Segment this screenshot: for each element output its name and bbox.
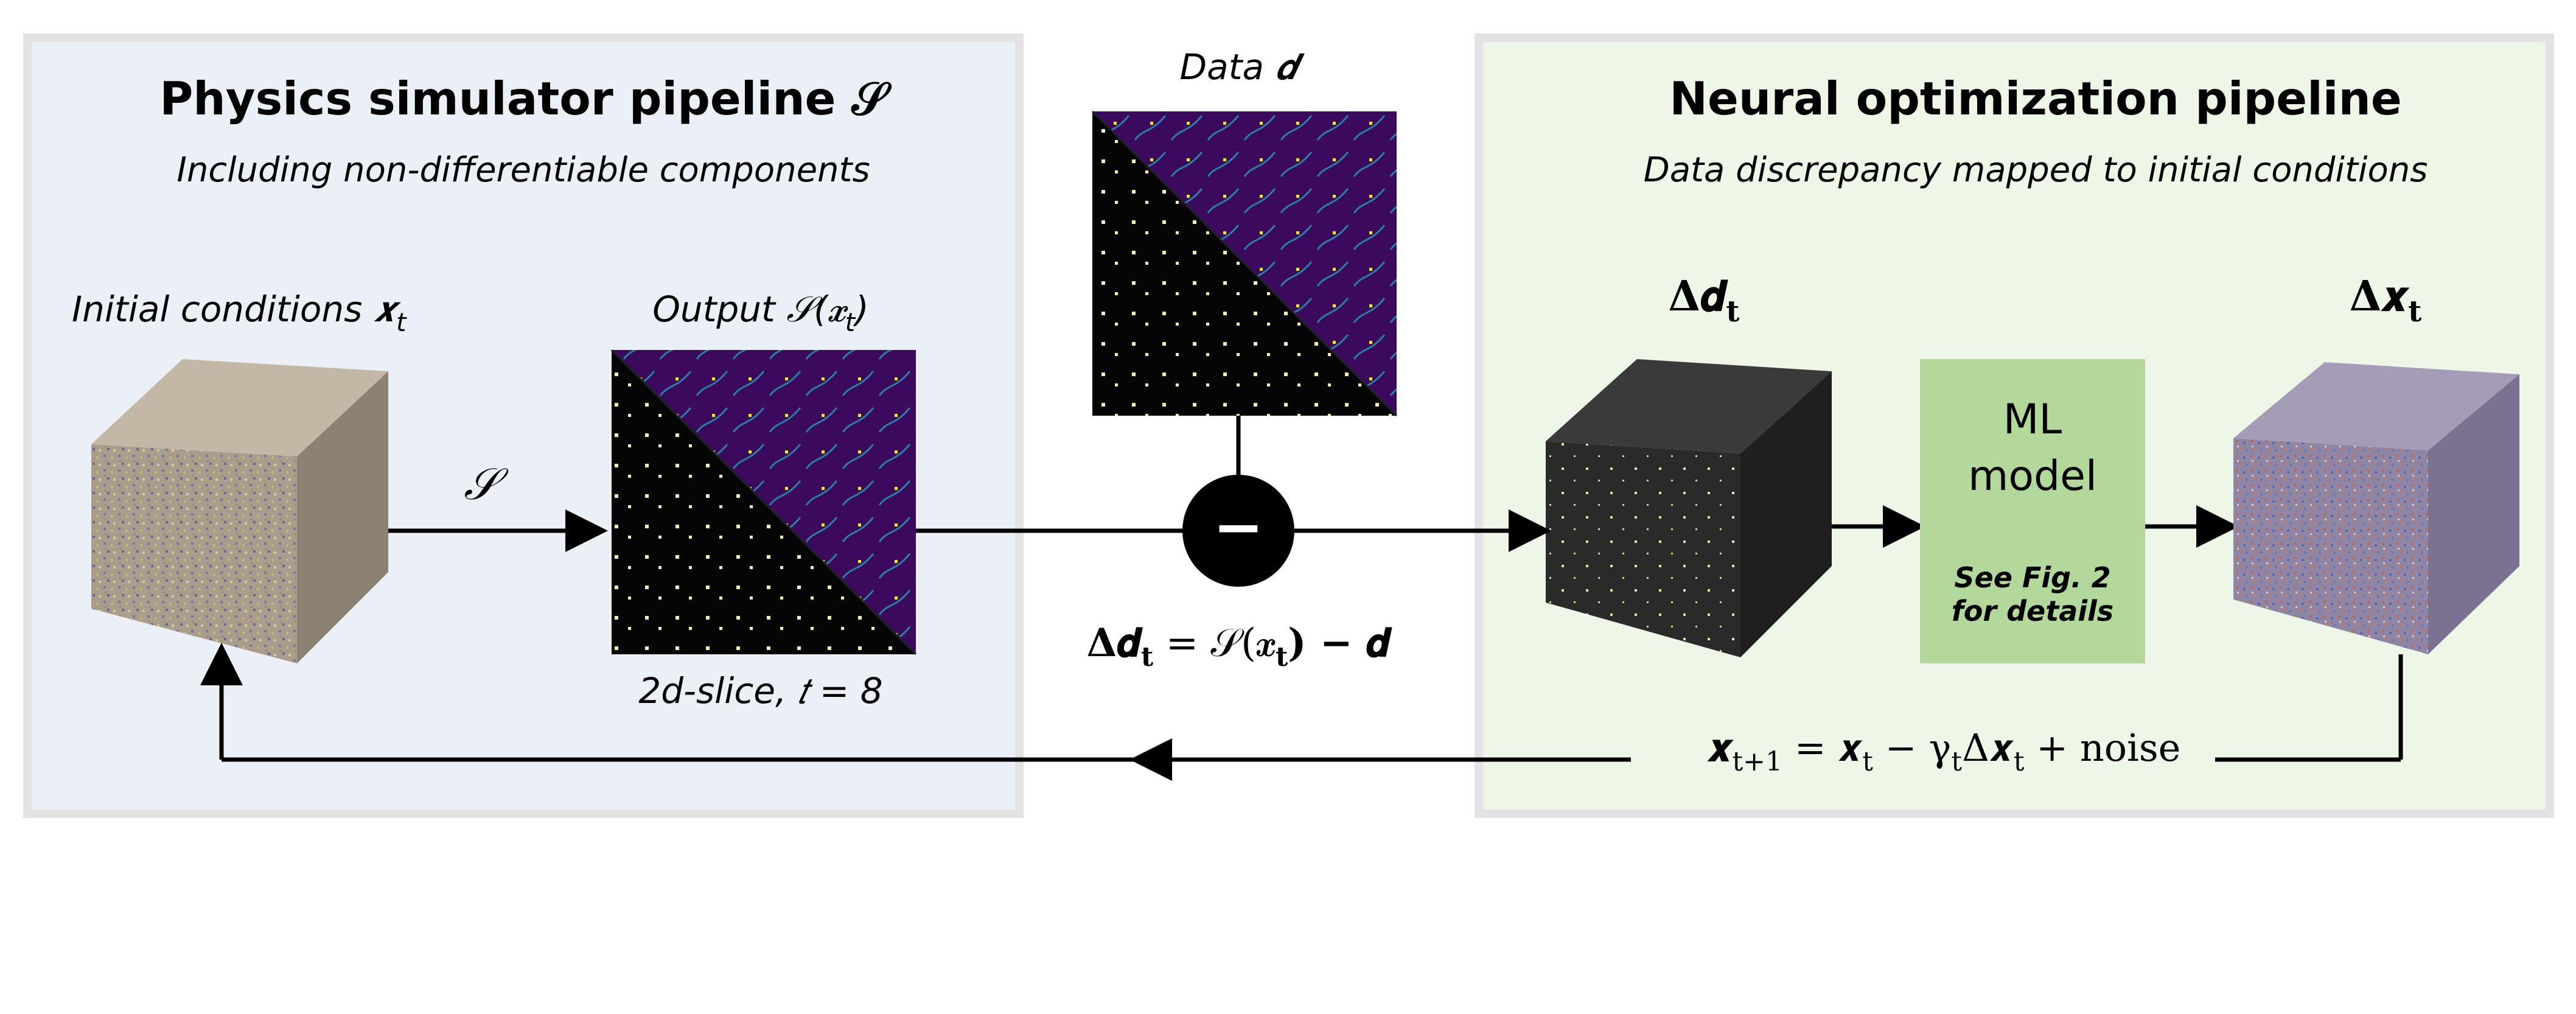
data-label: Data 𝒅	[1180, 46, 1305, 88]
delta-d-label: Δ𝒅t	[1668, 272, 1739, 329]
output-slice-map	[610, 349, 917, 656]
discrepancy-equation: Δ𝒅t = 𝒮(𝒙t) − 𝒅	[1087, 620, 1392, 673]
feedback-loop	[222, 654, 2403, 781]
slice-label: 2d-slice, 𝑡 = 8	[638, 670, 882, 712]
update-cube	[2233, 362, 2519, 654]
delta-x-label: 𝚫𝒙t	[2350, 272, 2422, 329]
physics-panel-title: Physics simulator pipeline 𝒮	[159, 72, 892, 125]
ml-model-note-line2: for details	[1952, 595, 2114, 628]
neural-panel-subtitle: Data discrepancy mapped to initial condi…	[1644, 150, 2428, 190]
neural-panel-title: Neural optimization pipeline	[1669, 72, 2402, 125]
ml-model-note-line1: See Fig. 2	[1954, 561, 2110, 594]
minus-symbol: −	[1213, 491, 1264, 562]
data-map	[1091, 110, 1398, 417]
minus-operator	[1182, 475, 1294, 587]
initial-conditions-label: Initial conditions 𝒙t	[72, 288, 407, 337]
discrepancy-cube	[1546, 359, 1832, 657]
neural-optimization-panel: Neural optimization pipeline Data discre…	[1475, 33, 2554, 818]
ml-model-title-line2: model	[1968, 452, 2097, 500]
physics-panel-subtitle: Including non-differentiable components	[176, 150, 870, 190]
initial-conditions-cube	[91, 359, 388, 663]
ml-model-title-line1: ML	[2003, 396, 2062, 444]
ml-model-box: ML model See Fig. 2 for details	[1920, 359, 2145, 663]
physics-simulator-panel: Physics simulator pipeline 𝒮 Including n…	[23, 33, 1024, 818]
output-label: Output 𝒮(𝒙t)	[652, 288, 868, 337]
update-equation: 𝒙t+1 = 𝒙t − γtΔ𝒙t + noise	[1707, 726, 2181, 777]
